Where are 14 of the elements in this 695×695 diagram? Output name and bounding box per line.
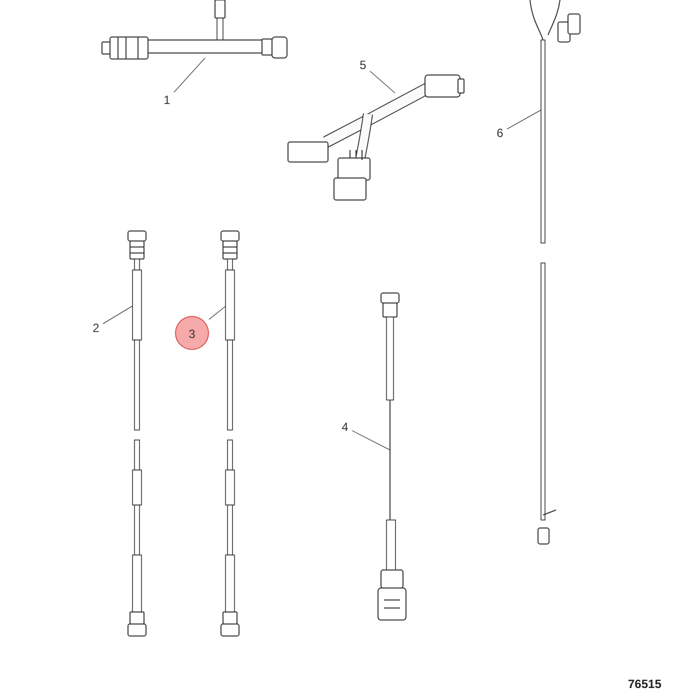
leader-line <box>352 430 390 450</box>
callout-number: 1 <box>161 93 173 107</box>
leader-line <box>102 304 134 324</box>
callout-number: 4 <box>339 420 351 434</box>
leader-line <box>174 58 206 93</box>
highlight-circle <box>175 316 209 350</box>
callout-number: 5 <box>357 58 369 72</box>
callout-number: 6 <box>494 126 506 140</box>
callout-number: 2 <box>90 321 102 335</box>
leader-line <box>506 110 542 130</box>
leader-line <box>208 304 228 320</box>
figure-number: 76515 <box>628 677 662 691</box>
callout-number: 3 <box>188 327 196 341</box>
leader-line <box>370 70 396 94</box>
